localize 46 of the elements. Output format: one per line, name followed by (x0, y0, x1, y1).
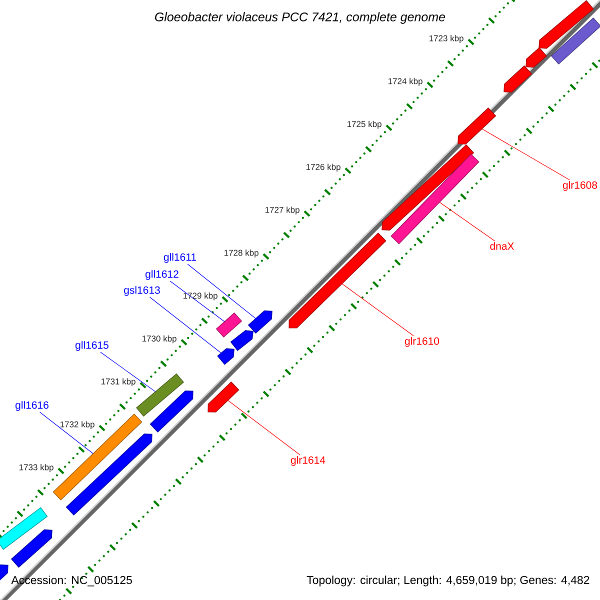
footer-text: Topology: circular; Length: 4,659,019 bp; Genes: 4,482 (306, 576, 590, 586)
gene-label: gsl1613 (124, 286, 160, 296)
title: Gloeobacter violaceus PCC 7421, complete genome (155, 12, 446, 24)
leader-line (100, 352, 156, 392)
tick-label: 1731 kbp (101, 378, 136, 386)
gene-block (66, 434, 152, 516)
gene-label: gll1611 (164, 253, 196, 263)
gene-block (526, 47, 547, 68)
gene-label: gll1612 (146, 270, 178, 280)
tick-label: 1724 kbp (388, 78, 422, 86)
tick-label: 1726 kbp (306, 164, 340, 172)
gene-label: glr1614 (290, 456, 326, 466)
gene-block (538, 0, 594, 49)
gene-label: gll1616 (16, 401, 48, 411)
leader-line (170, 280, 225, 322)
tick-label: 1732 kbp (60, 421, 94, 430)
gene-label: glr1610 (404, 337, 440, 347)
gene-label: glr1608 (562, 181, 598, 191)
gene-block (288, 232, 386, 328)
tick-label: 1728 kbp (224, 250, 258, 258)
tick-label: 1723 kbp (429, 35, 464, 43)
gene-block (230, 330, 254, 352)
tick-label: 1725 kbp (347, 120, 382, 129)
gene-block (52, 414, 142, 500)
leader-line (482, 128, 570, 180)
leader-line (40, 412, 94, 454)
gene-block (0, 507, 48, 550)
gene-label: dnaX (490, 242, 514, 250)
gene-block (458, 107, 496, 144)
gene-block (10, 529, 52, 568)
gene-block (504, 65, 532, 92)
gene-block (217, 348, 234, 365)
gene-block (390, 154, 480, 244)
gene-label: gll1615 (76, 341, 108, 351)
gene-block (208, 382, 240, 412)
gene-block (150, 390, 194, 433)
leader-line (342, 283, 414, 336)
gene-block (0, 564, 8, 581)
leader-line (228, 400, 300, 456)
tick-label: 1730 kbp (142, 335, 176, 344)
tick-label: 1727 kbp (265, 206, 300, 215)
tick-label: 1733 kbp (19, 464, 54, 472)
gene-block (248, 310, 272, 334)
leader-line (187, 264, 256, 319)
leader-line (149, 296, 222, 354)
gene-block (382, 144, 474, 230)
